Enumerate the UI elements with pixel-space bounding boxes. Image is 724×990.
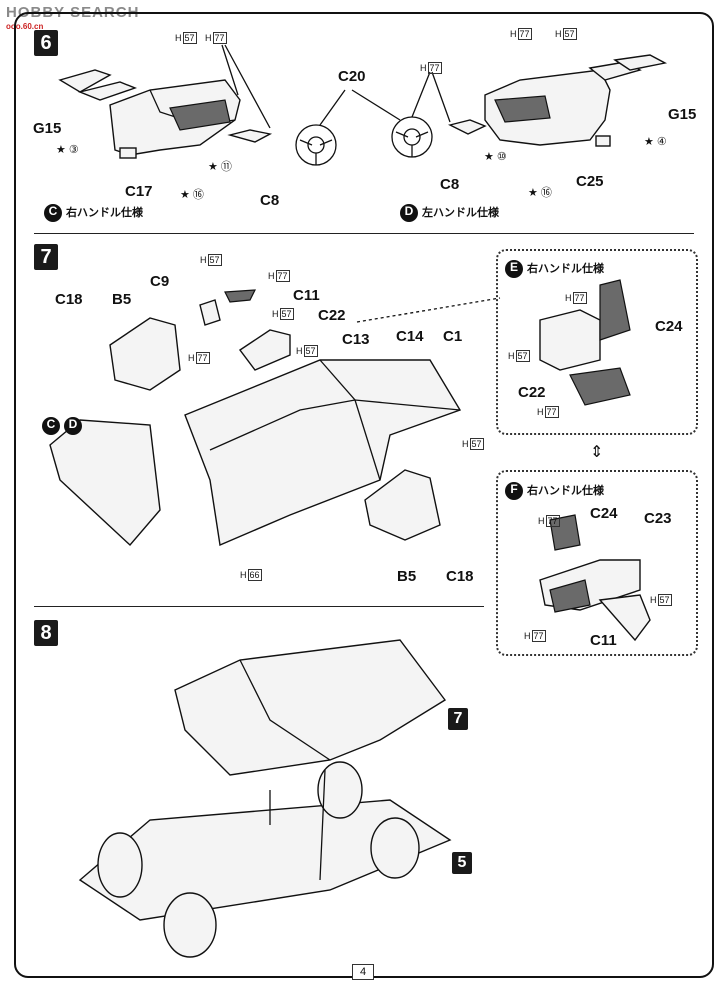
paint-number-value: ⑯ [192, 189, 204, 201]
variant-box-e [496, 249, 698, 435]
part-label: C20 [338, 68, 366, 85]
part-label: B5 [112, 291, 132, 308]
page-number: 4 [352, 964, 374, 980]
part-label: C18 [446, 568, 474, 585]
part-label: C8 [440, 176, 460, 193]
paint-number-value: ⑪ [220, 161, 232, 173]
section-divider [34, 233, 694, 234]
dashboard-right-hand [58, 69, 337, 166]
section-divider [34, 606, 484, 607]
part-label: C18 [55, 291, 83, 308]
step-number: 7 [34, 244, 58, 270]
part-label: C14 [396, 328, 424, 345]
part-label: C9 [150, 273, 170, 290]
part-label: C8 [260, 192, 280, 209]
paint-number: ★ ④ [644, 136, 667, 148]
paint-number-value: ④ [656, 136, 667, 148]
paint-number: ★ ⑪ [208, 161, 232, 173]
paint-number-value: ⑩ [496, 151, 507, 163]
swap-icon: ⇕ [590, 442, 604, 461]
paint-number: ★ ⑩ [484, 151, 507, 163]
chassis-assembly [78, 639, 452, 958]
part-label: C24 [655, 318, 683, 335]
part-label: C22 [318, 307, 346, 324]
part-label: C13 [342, 331, 370, 348]
paint-number-value: ⑯ [540, 187, 552, 199]
variant-box-f [496, 470, 698, 656]
step-reference: 5 [452, 852, 472, 874]
paint-number: ★ ⑯ [180, 189, 204, 201]
step-reference: 7 [448, 708, 468, 730]
part-label: C1 [443, 328, 463, 345]
part-label: C22 [518, 384, 546, 401]
part-label: G15 [668, 106, 697, 123]
step-number: 8 [34, 620, 58, 646]
part-label: G15 [33, 120, 62, 137]
part-label: C17 [125, 183, 153, 200]
body-assembly [49, 289, 462, 547]
paint-number: ★ ⑯ [528, 187, 552, 199]
step-number: 6 [34, 30, 58, 56]
part-label: B5 [397, 568, 417, 585]
part-label: C11 [293, 287, 320, 304]
part-label: C11 [590, 632, 617, 649]
paint-number: ★ ③ [56, 144, 79, 156]
part-label: C24 [590, 505, 618, 522]
watermark-sub: ooo.60.cn [6, 22, 44, 31]
part-label: C25 [576, 173, 604, 190]
paint-number-value: ③ [68, 144, 79, 156]
part-label: C23 [644, 510, 672, 527]
